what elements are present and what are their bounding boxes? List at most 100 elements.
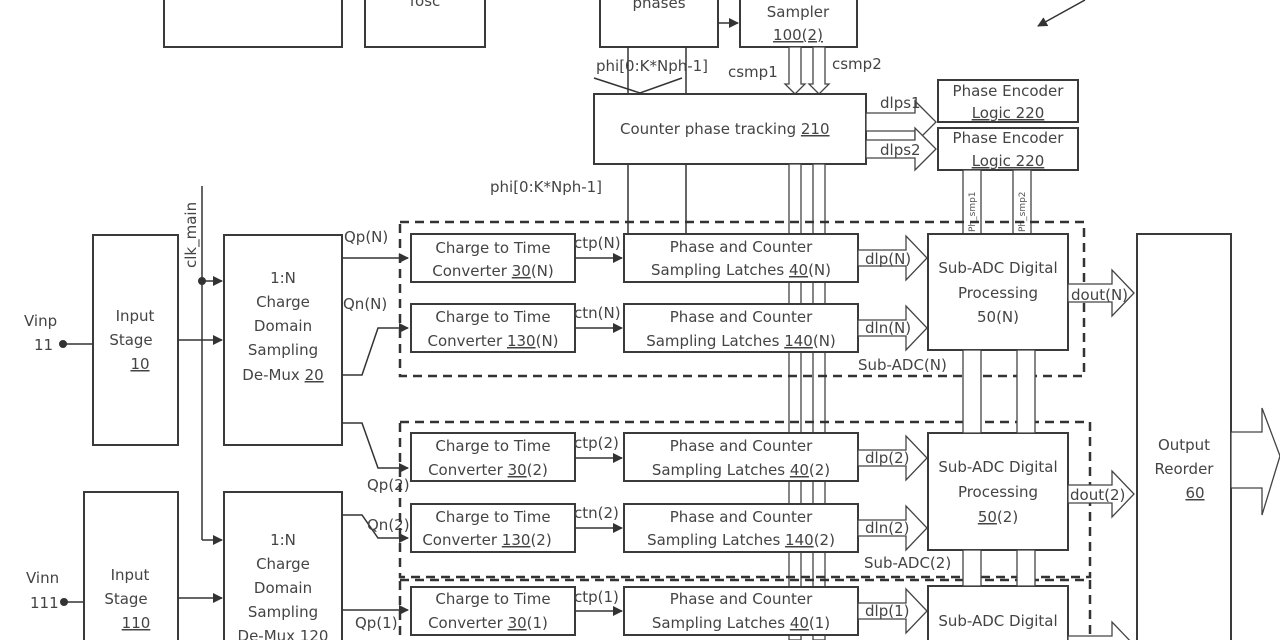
output-reorder-line2: Reorder [1155,460,1215,478]
phase-encoder-2-line2: Logic 220 [972,152,1045,170]
latch-n-2 [623,503,859,553]
phase-encoder-2-line1: Phase Encoder [953,129,1065,147]
latch-p-N [623,233,859,283]
latch-p-2 [623,432,859,482]
ctc-p-2-line1: Charge to Time [435,437,550,455]
ctn-N-label: ctn(N) [574,304,621,322]
qp2-wire [342,422,409,473]
ctc-n-2-line1: Charge to Time [435,508,550,526]
latch-n-N-line2: Sampling Latches 140(N) [646,332,836,350]
qn2-wire [342,514,409,543]
latch-p-1-line1: Phase and Counter [670,590,813,608]
dlp-1-label: dlp(1) [865,602,909,620]
subadc-1-group [398,578,1092,640]
dsp-2-line3: 50(2) [978,508,1018,526]
demux-p-line1: 1:N [270,269,296,287]
dsp-1-line1: Sub-ADC Digital [938,612,1057,630]
phase-encoder-1-line2: Logic 220 [972,104,1045,122]
csmp2-label: csmp2 [832,55,882,73]
dln-2-label: dln(2) [865,519,909,537]
dlp-2-label: dlp(2) [865,449,909,467]
dln-N-label: dln(N) [865,319,911,337]
figure-pointer-arrow [1037,0,1086,27]
dsp-N-line3: 50(N) [977,308,1019,326]
phase-encoder-1 [937,79,1079,123]
demux-p-line5: De-Mux 20 [242,366,323,384]
dlps2-bus [865,126,937,172]
latch-p-2-line1: Phase and Counter [670,437,813,455]
input-stage-n-line2: Stage [104,590,147,608]
input-stage-n [83,491,179,640]
csmp2-bus [807,46,831,95]
latch-p-N-line2: Sampling Latches 40(N) [651,261,831,279]
ctc-p-2-line2: Converter 30(2) [428,461,548,479]
latch-n-N [623,303,859,353]
subadc-2-label: Sub-ADC(2) [864,554,951,572]
qpN-label: Qp(N) [344,228,388,246]
dlp-N-label: dlp(N) [865,250,911,268]
input-stage-p-line2: Stage [109,331,152,349]
latch-n-2-line2: Sampling Latches 140(2) [647,531,835,549]
vinp-label: Vinp [24,312,57,330]
latch-n-2-line1: Phase and Counter [670,508,813,526]
ctc-n-N [410,303,576,353]
oscillator-block [364,0,486,48]
dsp-N-line1: Sub-ADC Digital [938,259,1057,277]
vinp-ref: 11 [34,336,53,354]
input-stage-p-line1: Input [116,307,155,325]
dsp-interconnect-buses [962,349,1036,587]
dout-N-label: dout(N) [1071,286,1128,304]
dout-1-bus [1067,620,1131,640]
qp1-label: Qp(1) [355,614,398,632]
input-stage-p [92,234,179,446]
latch-p-2-line2: Sampling Latches 40(2) [652,461,830,479]
ctc-p-N-line2: Converter 30(N) [432,262,554,280]
ph-smp2-label: Ph_smp2 [1018,191,1028,232]
demux-n-line2: Charge [256,555,310,573]
counter-phase-tracking-block [593,93,867,165]
latch-p-1 [623,586,859,636]
qn2-label: Qn(2) [367,516,410,534]
qnN-label: Qn(N) [343,295,387,313]
input-stage-n-line1: Input [111,566,150,584]
input-stage-p-ref: 10 [130,355,149,373]
vinn-label: Vinn [26,569,59,587]
demux-n-line4: Sampling [248,603,318,621]
latch-p-1-line2: Sampling Latches 40(1) [652,614,830,632]
phase-encoder-2 [937,127,1079,171]
phi-top-label: phi[0:K*Nph-1] [596,57,708,75]
ctp-2-label: ctp(2) [574,434,619,452]
phi-left-label: phi[0:K*Nph-1] [490,178,602,196]
phases-block [599,0,719,48]
qp2-label: Qp(2) [367,476,410,494]
dlp-2-bus [857,434,928,482]
qnN-wire [342,323,409,376]
ctc-p-1-line1: Charge to Time [435,590,550,608]
ctp-N-label: ctp(N) [574,234,621,252]
ctc-n-N-line2: Converter 130(N) [427,332,558,350]
ctc-n-2-line2: Converter 130(2) [422,531,551,549]
ctc-p-2 [410,432,576,482]
dlp-1-bus [857,587,928,635]
ctc-p-1 [410,586,576,636]
demux-p-line4: Sampling [248,341,318,359]
dout-2-bus [1067,469,1135,519]
sampler-ref: 100(2) [773,26,823,44]
dlp-N-bus [857,234,928,282]
demux-n-line5: De-Mux 120 [238,627,329,640]
latch-n-N-line1: Phase and Counter [670,308,813,326]
dlps1-label: dlps1 [880,94,921,112]
dln-N-bus [857,304,928,352]
demux-p [223,234,343,446]
dout-N-bus [1067,268,1135,318]
ph-smp1-label: Ph_smp1 [968,191,978,232]
ctc-p-1-line2: Converter 30(1) [428,614,548,632]
csmp1-label: csmp1 [728,63,778,81]
ctn-2-label: ctn(2) [574,504,619,522]
osc-label: fosc [410,0,441,10]
subadc-N-label: Sub-ADC(N) [858,356,947,374]
demux-p-line3: Domain [254,317,312,335]
sampler-label: Sampler [767,3,830,21]
demux-n [223,491,343,640]
